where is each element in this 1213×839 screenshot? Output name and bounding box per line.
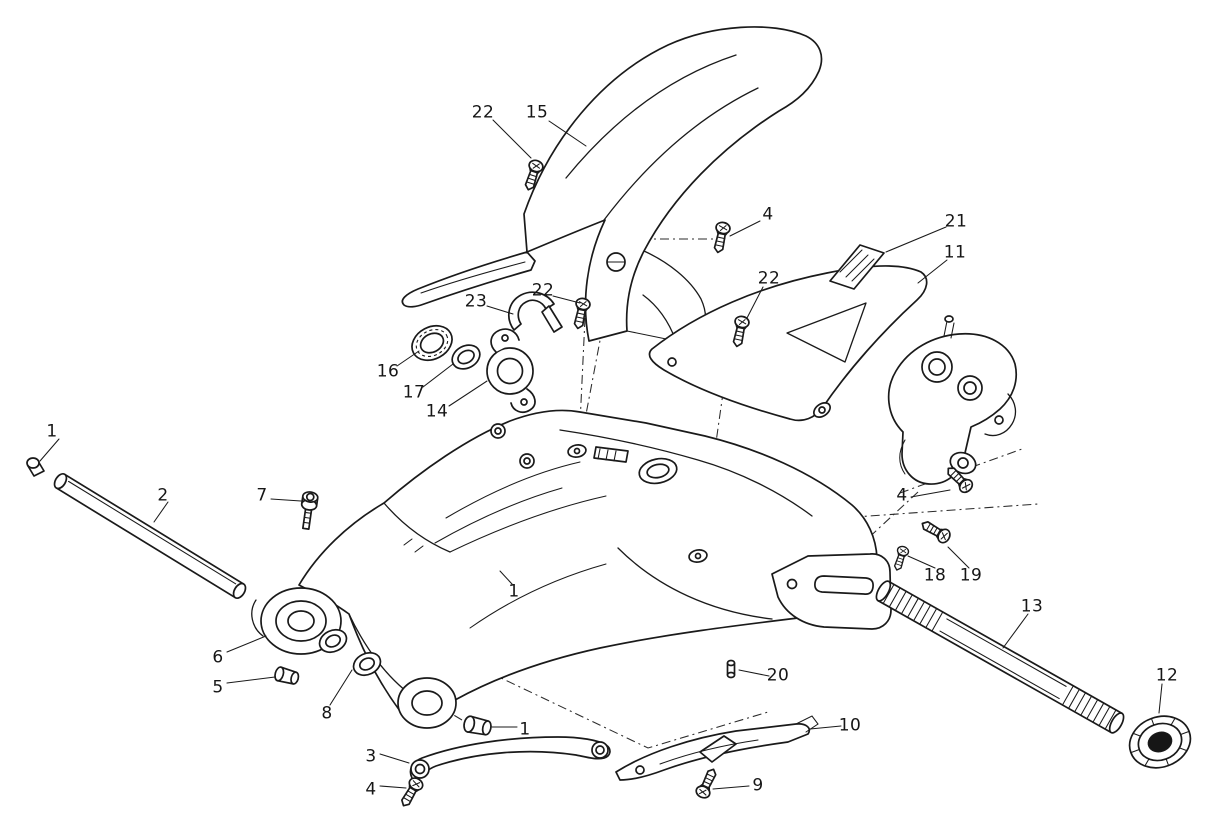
- callout-16-bearing: 16: [376, 361, 400, 382]
- callout-3-torque-arm: 3: [365, 746, 377, 767]
- callout-7-pivot-screw: 7: [256, 485, 268, 506]
- part-swingarm: [251, 409, 892, 729]
- part-pivot-screw: [300, 491, 319, 530]
- callout-17-washer: 17: [402, 382, 426, 403]
- part-decal: [829, 244, 885, 290]
- callout-1-pivot-bolt: 1: [46, 421, 58, 442]
- callout-15-rear-fender: 15: [525, 102, 549, 123]
- callout-22-fender-mid: 22: [531, 280, 555, 301]
- part-screw-torque-arm: [396, 774, 426, 811]
- part-screw-fender-rear: [710, 220, 732, 255]
- callout-10-slider: 10: [838, 715, 862, 736]
- callout-8-washers: 8: [321, 703, 333, 724]
- callout-4-caliper-screw: 4: [896, 485, 908, 506]
- part-screw-slider: [693, 765, 721, 801]
- part-adjuster-screw: [890, 544, 911, 573]
- callout-19-adjuster-bolt: 19: [959, 565, 983, 586]
- part-washer-bearing: [451, 344, 481, 370]
- callout-1-swingarm: 1: [508, 581, 520, 602]
- part-adjuster-bolt: [917, 516, 954, 546]
- part-brake-caliper: [887, 315, 1018, 485]
- callout-2-pivot-shaft: 2: [157, 485, 169, 506]
- part-rear-fender: [401, 26, 823, 342]
- part-pivot-bolt: [26, 457, 45, 477]
- callout-4-torque-screw: 4: [365, 779, 377, 800]
- callout-20-pin: 20: [766, 665, 790, 686]
- part-chain-guard: [648, 265, 928, 422]
- part-washer-pivot-1: [318, 628, 348, 654]
- callout-5-bushing: 5: [212, 677, 224, 698]
- callout-14-housing: 14: [425, 401, 449, 422]
- part-washer-pivot-2: [352, 651, 382, 677]
- callout-18-adjuster-screw: 18: [923, 565, 947, 586]
- callout-4-fender-rear: 4: [762, 204, 774, 225]
- callout-12-axle-nut: 12: [1155, 665, 1179, 686]
- callout-1-bushing-center: 1: [519, 719, 531, 740]
- part-axle-nut: [1128, 715, 1192, 769]
- callout-22-fender-front: 22: [471, 102, 495, 123]
- callout-6-pivot-boss: 6: [212, 647, 224, 668]
- callout-leader-lines: [39, 119, 1163, 790]
- part-bushing-center: [463, 715, 492, 736]
- part-pivot-shaft: [53, 472, 247, 600]
- callout-21-decal: 21: [944, 211, 968, 232]
- callout-22-chain-guard: 22: [757, 268, 781, 289]
- part-bearing: [411, 324, 453, 362]
- part-bearing-housing: [486, 328, 536, 413]
- callout-11-chain-guard: 11: [943, 242, 967, 263]
- part-chain-slider: [615, 715, 819, 781]
- part-cable-clamp: [507, 291, 563, 333]
- part-bushing-front: [274, 666, 300, 685]
- part-pin: [726, 659, 736, 679]
- callout-9-slider-screw: 9: [752, 775, 764, 796]
- part-torque-arm: [409, 736, 611, 781]
- callout-13-axle: 13: [1020, 596, 1044, 617]
- part-wheel-axle: [875, 580, 1125, 734]
- callout-23-clamp: 23: [464, 291, 488, 312]
